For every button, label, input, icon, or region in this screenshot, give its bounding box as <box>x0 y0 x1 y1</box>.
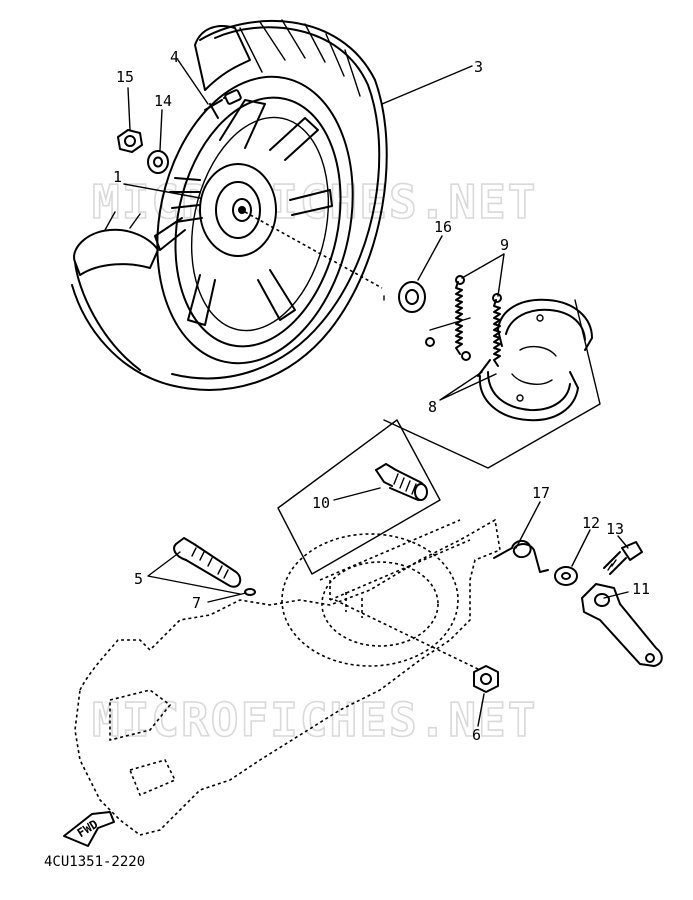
brake-camshaft <box>375 463 428 501</box>
flange-nut <box>473 665 499 693</box>
plain-washer <box>147 150 169 174</box>
return-spring <box>493 540 549 573</box>
leader-lines <box>123 59 629 727</box>
brake-group-frame <box>383 295 601 469</box>
callout-8: 8 <box>428 398 437 416</box>
callout-5: 5 <box>134 570 143 588</box>
callout-16: 16 <box>434 218 452 236</box>
callout-13: 13 <box>606 520 624 538</box>
lever-washer <box>554 566 578 586</box>
callout-12: 12 <box>582 514 600 532</box>
callout-6: 6 <box>472 726 481 744</box>
camshaft-group-frame <box>277 419 441 575</box>
wheel-shaft <box>173 537 242 588</box>
callout-11: 11 <box>632 580 650 598</box>
callout-7: 7 <box>192 594 201 612</box>
transmission-case <box>74 518 501 836</box>
callout-1: 1 <box>113 168 122 186</box>
callout-3: 3 <box>474 58 483 76</box>
tire-valve <box>204 89 242 119</box>
circlip <box>244 588 256 596</box>
brake-spring-1 <box>425 275 465 355</box>
callout-4: 4 <box>170 48 179 66</box>
oil-seal <box>398 281 426 313</box>
camshaft-lever <box>581 583 663 667</box>
callout-15: 15 <box>116 68 134 86</box>
fwd-arrow: FWD <box>63 811 115 847</box>
brake-spring-2 <box>461 293 502 367</box>
rear-wheel <box>71 19 388 391</box>
callout-14: 14 <box>154 92 172 110</box>
callout-17: 17 <box>532 484 550 502</box>
callout-10: 10 <box>312 494 330 512</box>
lever-bolt <box>603 541 643 575</box>
axle-nut <box>117 129 143 153</box>
callout-9: 9 <box>500 236 509 254</box>
diagram-code: 4CU1351-2220 <box>44 854 145 870</box>
